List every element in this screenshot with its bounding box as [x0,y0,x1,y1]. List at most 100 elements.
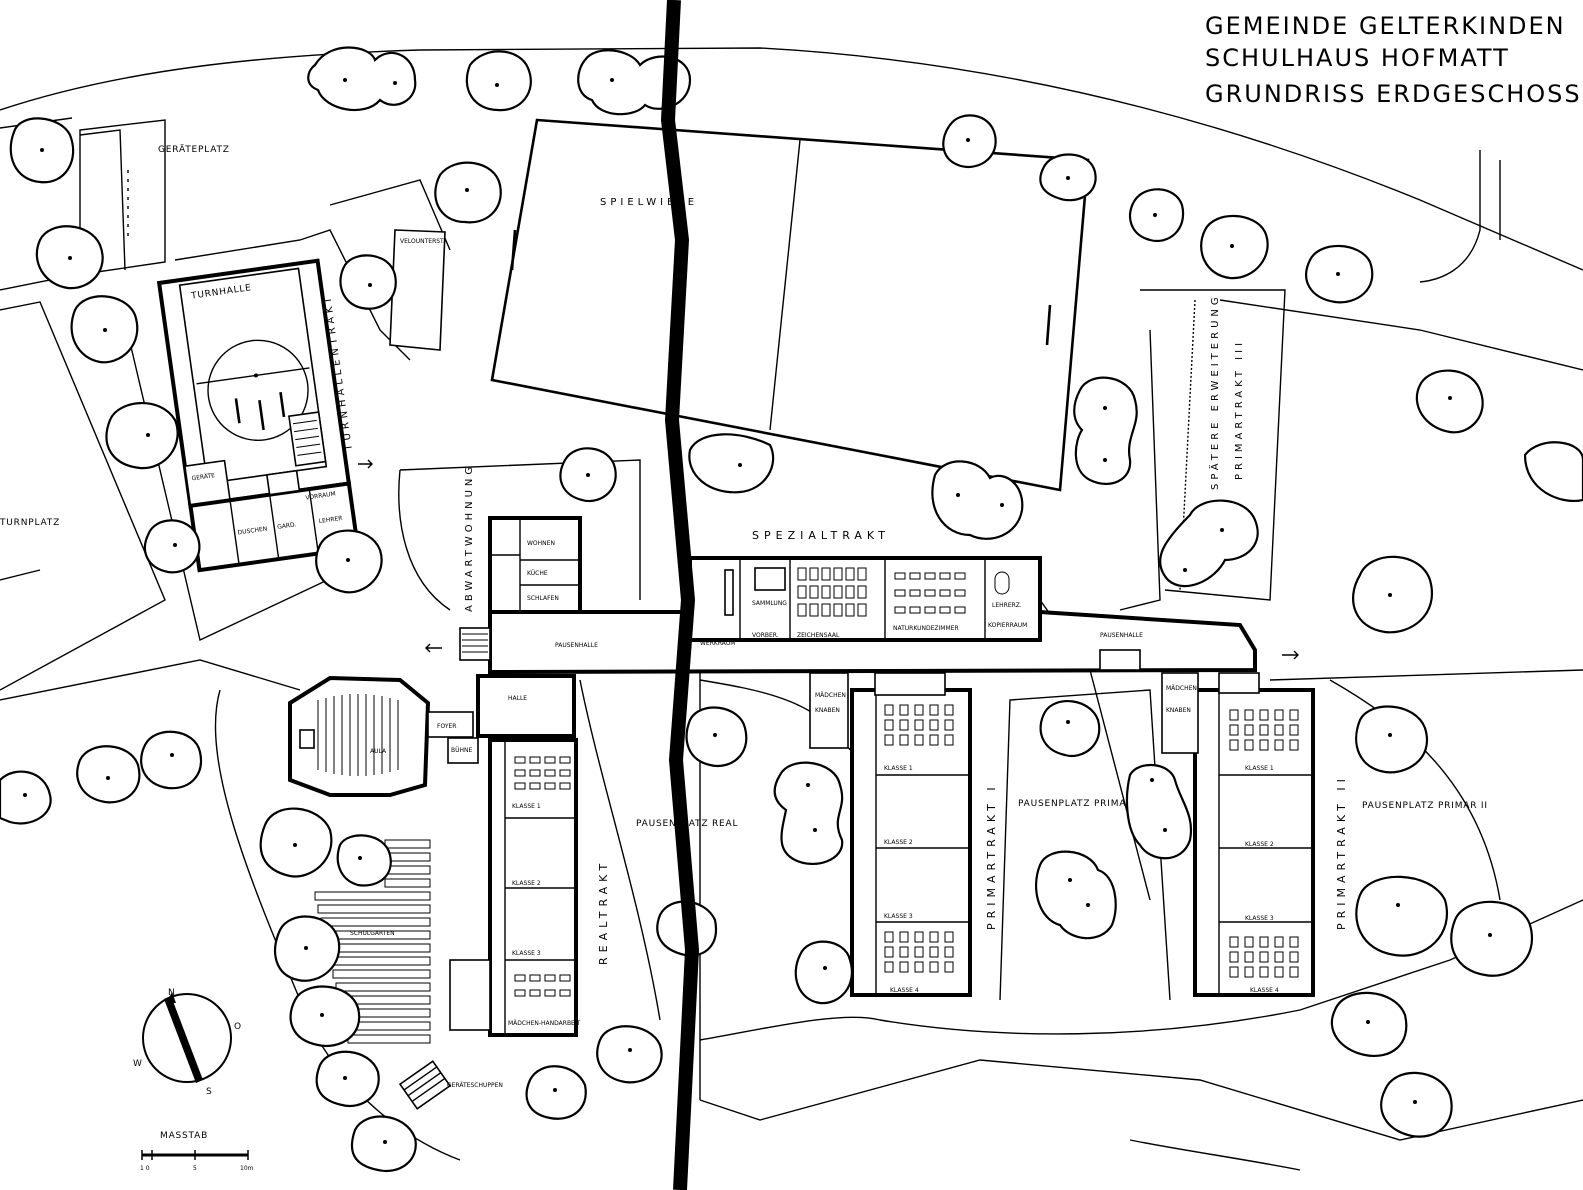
tree-icon [1128,188,1185,243]
kopierraum-label: KOPIERRAUM [988,622,1027,629]
primartrakt2-building: MÄDCHEN KNABEN KLASSE 1 KLASSE 2 KLASSE … [1161,672,1315,997]
realtrakt-label: REALTRAKT [597,859,610,965]
tree-icon [1450,900,1533,977]
center-seam-line [660,0,700,1190]
title-line3: GRUNDRISS ERDGESCHOSS [1205,80,1582,108]
title-block: GEMEINDE GELTERKINDEN SCHULHAUS HOFMATT … [1205,12,1582,108]
p1-klasse3-label: KLASSE 3 [884,913,913,920]
tree-icon [685,706,748,768]
compass-w-label: W [133,1059,143,1069]
tree-icon [942,114,997,169]
compass-s-label: S [206,1087,213,1097]
tree-icon [289,985,361,1048]
turnhalle-building: TURNHALLE GERÄTE VORRAUM DUSCHEN GARD. L… [156,258,361,573]
tree-icon [70,295,139,364]
tree-icon [35,225,104,290]
tree-icon [1073,376,1138,485]
scale-tick-0: 1 0 [140,1165,150,1172]
tree-icon [307,46,417,112]
lehrerzimmer-label: LEHRERZ. [992,602,1022,609]
p2-klasse2-label: KLASSE 2 [1245,841,1274,848]
lehrer-turn-label: LEHRER [318,515,343,525]
tree-icon [274,915,341,982]
wohnen-label: WOHNEN [527,540,555,547]
spezialtrakt-building: SAMMLUNG VORBER. ZEICHENSAAL NATURKUNDEZ… [688,556,1042,647]
halle-label: HALLE [508,695,527,702]
naturkundezimmer-label: NATURKUNDEZIMMER [893,625,959,632]
tree-icon [76,745,141,804]
p1-klasse4-label: KLASSE 4 [890,987,919,994]
tree-icon [339,254,397,310]
pausenhalle-west-label: PAUSENHALLE [555,642,598,649]
maedchen-label: MÄDCHEN [815,692,846,699]
turnplatz-label: TURNPLATZ [0,518,60,528]
primartrakt1-building: MÄDCHEN KNABEN KLASSE 1 KLASSE 2 KLASSE … [809,672,972,997]
velounterstand: VELOUNTERST. [389,229,446,351]
compass-rose-icon: N S W O [133,988,241,1097]
maedchen-handarbeit-label: MÄDCHEN-HANDARBEIT [508,1020,581,1027]
tree-icon [1523,441,1583,502]
tree-icon [336,834,392,887]
abwartwohnung-building: WOHNEN KÜCHE SCHLAFEN [488,516,582,615]
primartrakt3-label: PRIMARTRAKT III [1234,339,1245,480]
primartrakt2-label: PRIMARTRAKT II [1335,774,1348,930]
pausenhalle-ost-label: PAUSENHALLE [1100,632,1143,639]
tree-icon [596,1025,663,1084]
tree-icon [1305,244,1374,304]
tree-icon [1330,991,1408,1058]
tree-icon [688,433,775,494]
scale-label: MASSTAB [160,1131,208,1141]
tree-icon [1039,153,1097,202]
schlafen-label: SCHLAFEN [527,595,559,602]
zeichensaal-label: ZEICHENSAAL [797,632,840,639]
aula-building: AULA FOYER BÜHNE [288,675,479,797]
duschen-label: DUSCHEN [237,525,267,536]
p2-klasse4-label: KLASSE 4 [1250,987,1279,994]
compass-n-label: N [168,988,176,998]
realtrakt-building: HALLE KLASSE 1 KLASSE 2 KLASSE 3 MÄDCHEN… [449,674,581,1037]
tree-icon [1158,499,1259,588]
tree-icon [1352,555,1433,634]
primartrakt1-label: PRIMARTRAKT I [985,782,998,930]
tree-icon [9,117,75,184]
real-klasse3-label: KLASSE 3 [512,950,541,957]
tree-icon [525,1065,587,1120]
title-line1: GEMEINDE GELTERKINDEN [1205,12,1566,40]
p1-klasse1-label: KLASSE 1 [884,765,913,772]
scale-tick-5: 5 [193,1165,197,1172]
tree-icon [350,1115,417,1173]
schulgarten-label: SCHULGARTEN [350,930,395,937]
tree-icon [315,529,383,594]
vorraum-label: VORRAUM [305,491,336,502]
spezialtrakt-label: SPEZIALTRAKT [752,529,890,542]
scale-tick-10: 10m [240,1165,254,1172]
abwartwohnung-label: ABWARTWOHNUNG [464,463,475,612]
scale-bar: MASSTAB 1 0 5 10m [140,1131,254,1172]
sammlung-label: SAMMLUNG [752,600,787,607]
tree-icon [931,460,1024,540]
tree-icon [559,447,617,503]
tree-icon [1355,705,1428,774]
geraeteschuppen-label: GERÄTESCHUPPEN [447,1082,503,1089]
knaben2-label: KNABEN [1166,707,1191,714]
tree-icon [1035,850,1117,940]
geraeteplatz-label: GERÄTEPLATZ [158,144,230,155]
foyer-label: FOYER [437,723,456,730]
schulgarten: SCHULGARTEN GERÄTESCHUPPEN [314,839,503,1110]
werkraum-label: WERKRAUM [700,640,735,647]
maedchen2-label: MÄDCHEN [1166,685,1197,692]
entrance-arrow-icon [358,459,373,469]
geraete-label: GERÄTE [191,472,215,482]
tree-icon [773,761,844,865]
spielwiese-field: SPIELWIESE [490,118,1090,492]
tree-icon [1355,875,1448,957]
spielwiese-label: SPIELWIESE [600,197,698,208]
tree-icon [315,1050,380,1108]
pausenplatz-primar2-label: PAUSENPLATZ PRIMAR II [1362,801,1488,811]
knaben-label: KNABEN [815,707,840,714]
velounterstand-label: VELOUNTERST. [400,238,445,245]
entrance-arrow-icon [425,643,442,653]
p1-klasse2-label: KLASSE 2 [884,839,913,846]
entrance-arrow-icon [1282,650,1299,660]
